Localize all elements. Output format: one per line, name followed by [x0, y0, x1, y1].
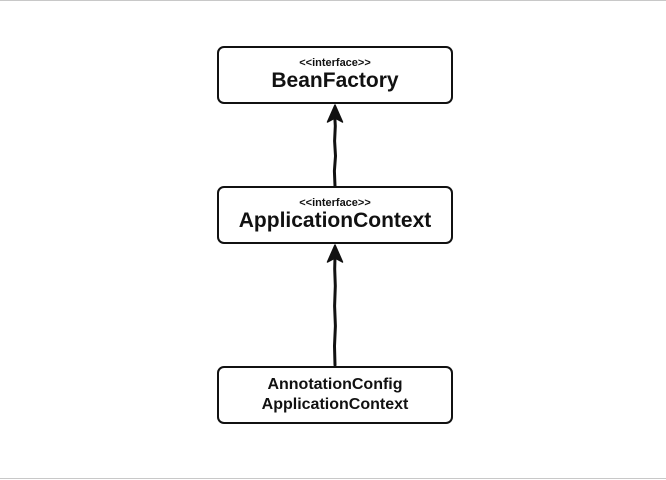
node-name-line2: ApplicationContext	[261, 396, 409, 413]
node-name: ApplicationContext	[238, 209, 432, 232]
node-annotation-config-application-context: AnnotationConfig ApplicationContext	[217, 366, 453, 424]
node-stereotype: <<interface>>	[299, 197, 371, 209]
edge-line	[332, 115, 338, 188]
node-name: BeanFactory	[271, 69, 399, 92]
edge-annotationconfig-to-applicationcontext	[326, 244, 344, 367]
node-application-context: <<interface>> ApplicationContext	[217, 186, 453, 244]
node-stereotype: <<interface>>	[299, 57, 371, 69]
edge-applicationcontext-to-beanfactory	[326, 104, 344, 188]
edge-line	[332, 255, 337, 367]
arrowhead-icon	[326, 244, 344, 263]
arrowhead-icon	[326, 104, 344, 123]
node-name-line1: AnnotationConfig	[267, 376, 403, 393]
node-bean-factory: <<interface>> BeanFactory	[217, 46, 453, 104]
